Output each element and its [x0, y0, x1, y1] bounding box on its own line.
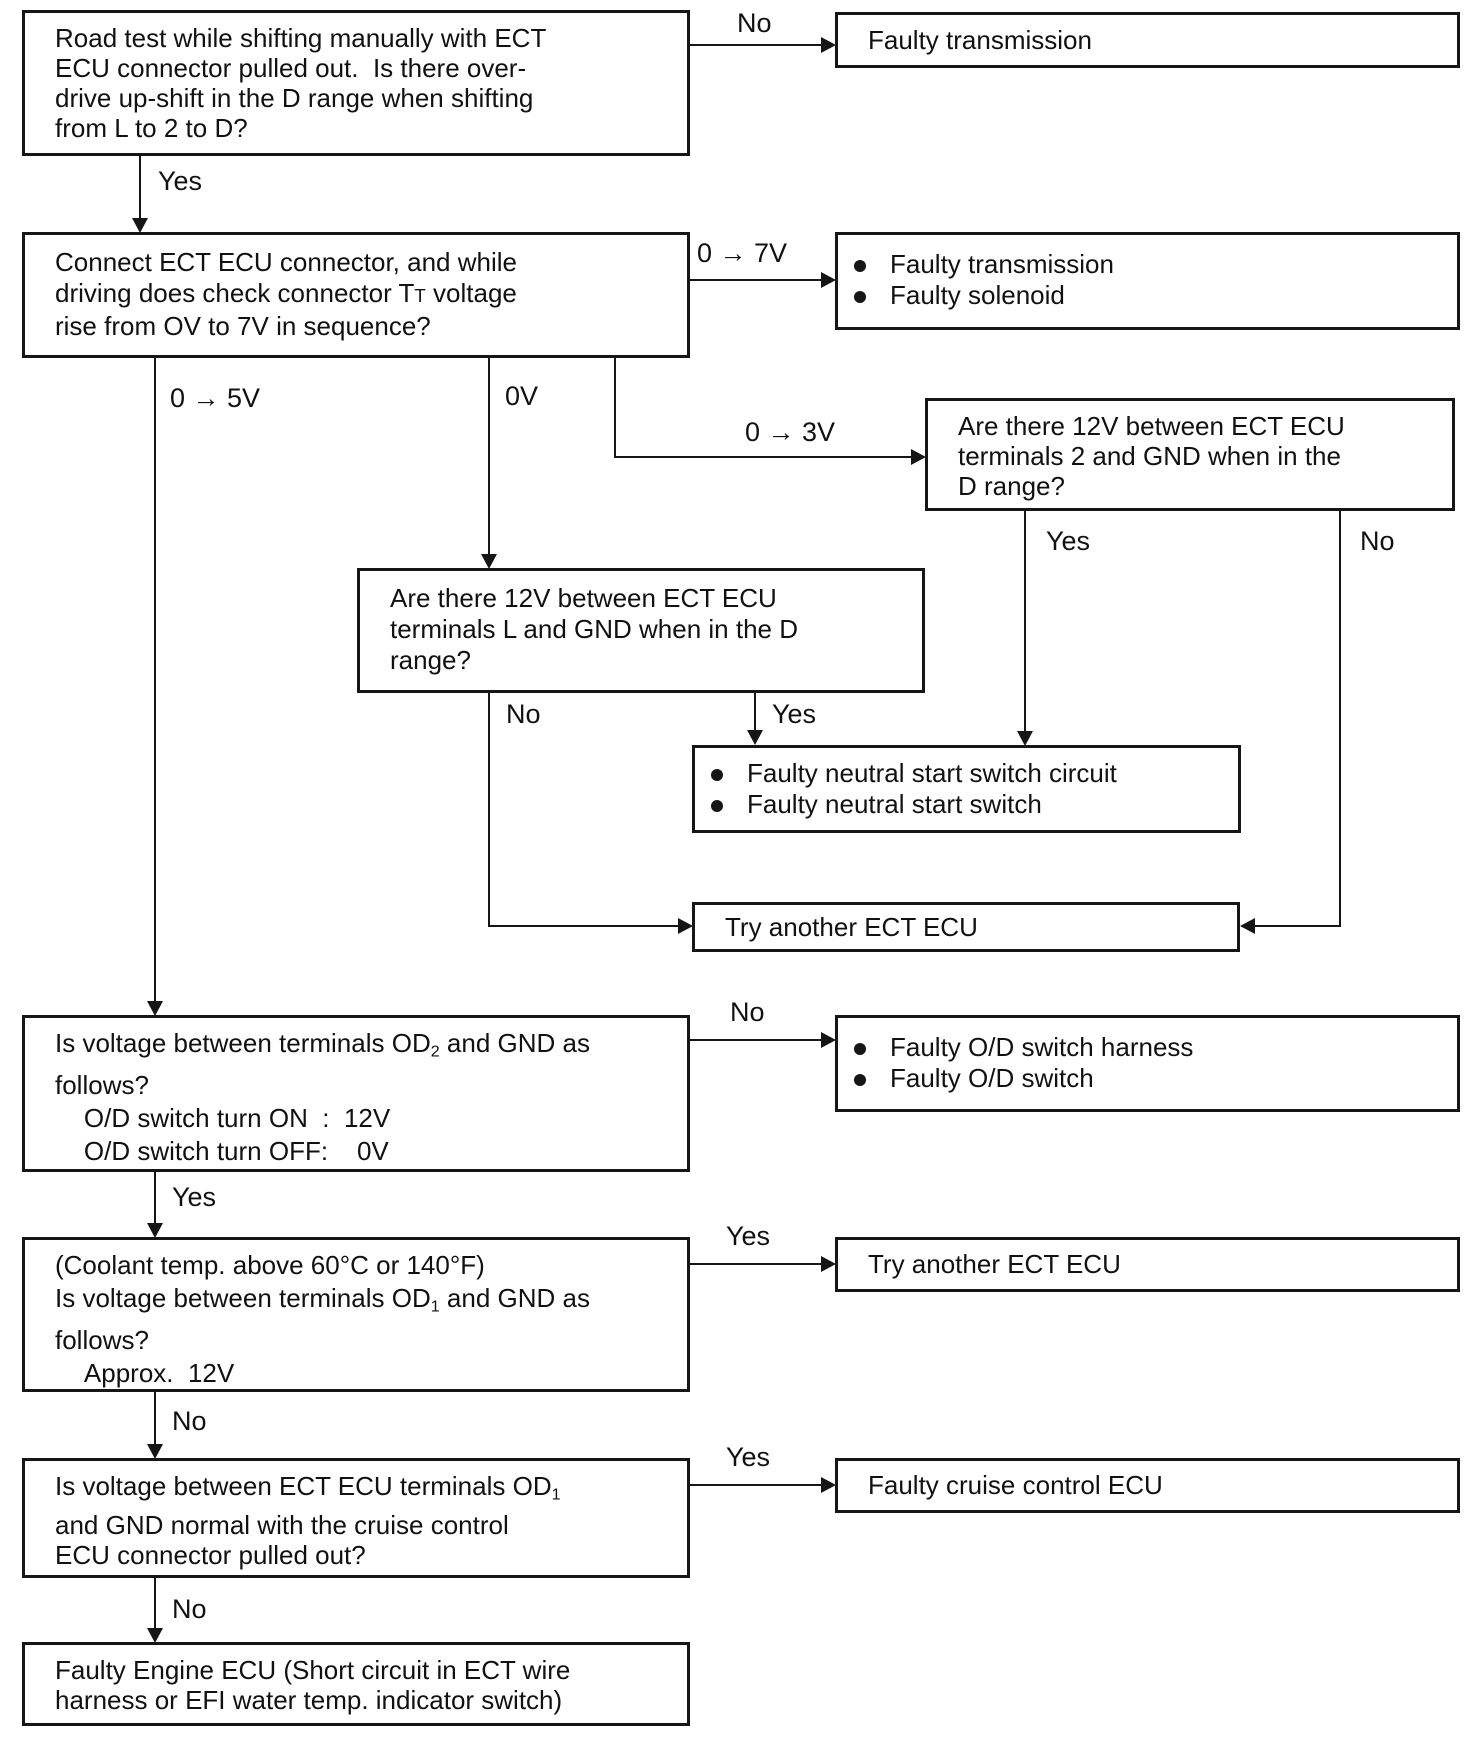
arrowhead-down-icon	[147, 1444, 163, 1459]
connector-od2-to-odswitch	[690, 1039, 821, 1041]
arrowhead-right-icon	[821, 272, 836, 288]
edge-label-0-3v: 0 → 3V	[745, 417, 836, 447]
box-coolant-od1-text: (Coolant temp. above 60°C or 140°F)Is vo…	[55, 1250, 590, 1388]
edge-label-0v: 0V	[505, 381, 539, 411]
box-cruise-od1-text: Is voltage between ECT ECU terminals OD1…	[55, 1471, 561, 1570]
connector-terminal2-yes	[1024, 511, 1026, 732]
edge-label-yes-coolant: Yes	[726, 1221, 771, 1251]
box-faulty-engine-ecu: Faulty Engine ECU (Short circuit in ECT …	[22, 1642, 690, 1726]
box-coolant-od1: (Coolant temp. above 60°C or 140°F)Is vo…	[22, 1237, 690, 1392]
edge-label-0-5v: 0 → 5V	[170, 383, 261, 413]
edge-label-no-od2: No	[730, 997, 765, 1027]
box-faulty-cruise-ecu-text: Faulty cruise control ECU	[868, 1470, 1163, 1500]
arrowhead-down-icon	[147, 1223, 163, 1238]
bullet-icon	[854, 259, 866, 272]
edge-label-no-terminall: No	[506, 699, 541, 729]
bullet-text: Faulty O/D switch harness	[890, 1032, 1194, 1062]
box-faulty-transmission: Faulty transmission	[835, 12, 1460, 68]
arrowhead-down-icon	[481, 554, 497, 569]
arrowhead-right-icon	[821, 1256, 836, 1272]
box-check-od2-text: Is voltage between terminals OD2 and GND…	[55, 1028, 590, 1166]
box-faulty-cruise-ecu: Faulty cruise control ECU	[835, 1458, 1460, 1513]
bullet-text: Faulty O/D switch	[890, 1063, 1094, 1093]
bullet-text: Faulty neutral start switch circuit	[747, 758, 1117, 788]
connector-terminall-no-h	[488, 925, 678, 927]
arrowhead-right-icon	[821, 1477, 836, 1493]
edge-label-no-coolant: No	[172, 1406, 207, 1436]
edge-label-no-cruise: No	[172, 1594, 207, 1624]
arrowhead-down-icon	[147, 1001, 163, 1016]
box-faulty-transmission-text: Faulty transmission	[868, 24, 1092, 55]
edge-label-yes-od2: Yes	[172, 1182, 217, 1212]
connector-cruise-to-faultyengine	[154, 1578, 156, 1631]
bullet-text: Faulty neutral start switch	[747, 789, 1042, 819]
edge-label-yes-terminall: Yes	[772, 699, 817, 729]
arrowhead-right-icon	[821, 1032, 836, 1048]
connector-od2-to-coolant	[154, 1172, 156, 1226]
box-road-test: Road test while shifting manually with E…	[22, 10, 690, 156]
connector-coolant-to-cruise	[154, 1392, 156, 1447]
connector-cruise-to-faultycruise	[690, 1484, 821, 1486]
bullet-icon	[711, 768, 723, 781]
edge-label-0-7v: 0 → 7V	[697, 238, 788, 268]
box-try-another-ect-ecu-1: Try another ECT ECU	[692, 902, 1240, 952]
connector-roadtest-to-faultytrans	[690, 44, 822, 46]
edge-label-yes-cruise: Yes	[726, 1442, 771, 1472]
connector-connectecu-to-terminal2-v	[614, 358, 616, 458]
box-cruise-od1: Is voltage between ECT ECU terminals OD1…	[22, 1458, 690, 1578]
bullet-icon	[854, 1073, 866, 1086]
arrowhead-right-icon	[821, 37, 836, 53]
connector-terminal2-no-h	[1254, 925, 1341, 927]
edge-label-yes-terminal2: Yes	[1046, 526, 1091, 556]
connector-roadtest-to-connectecu	[139, 156, 141, 219]
box-try-another-ect-ecu-1-text: Try another ECT ECU	[725, 911, 978, 942]
bullet-icon	[711, 799, 723, 812]
arrowhead-down-icon	[147, 1628, 163, 1643]
bullet-text: Faulty solenoid	[890, 280, 1065, 310]
arrowhead-down-icon	[1017, 731, 1033, 746]
bullet-text: Faulty transmission	[890, 249, 1114, 279]
arrowhead-down-icon	[132, 218, 148, 233]
edge-label-yes-roadtest: Yes	[158, 166, 203, 196]
box-try-another-ect-ecu-2-text: Try another ECT ECU	[868, 1249, 1121, 1279]
connector-connectecu-to-terminall	[488, 358, 490, 557]
connector-terminall-no-v	[488, 693, 490, 927]
connector-connectecu-to-terminal2-h	[614, 456, 911, 458]
arrowhead-right-icon	[678, 918, 693, 934]
arrowhead-right-icon	[911, 449, 926, 465]
connector-coolant-to-tryecu	[690, 1263, 821, 1265]
box-try-another-ect-ecu-2: Try another ECT ECU	[835, 1237, 1460, 1292]
bullet-icon	[854, 1042, 866, 1055]
connector-terminall-yes	[754, 693, 756, 732]
box-road-test-text: Road test while shifting manually with E…	[55, 23, 547, 143]
connector-connectecu-to-od2	[154, 358, 156, 1004]
box-check-od2: Is voltage between terminals OD2 and GND…	[22, 1015, 690, 1172]
connector-connectecu-to-solenoid	[690, 279, 821, 281]
arrowhead-left-icon	[1240, 918, 1255, 934]
edge-label-no-roadtest: No	[737, 8, 772, 38]
bullet-icon	[854, 290, 866, 303]
arrowhead-down-icon	[747, 730, 763, 745]
connector-terminal2-no-v	[1339, 511, 1341, 927]
box-faulty-engine-ecu-text: Faulty Engine ECU (Short circuit in ECT …	[55, 1655, 571, 1715]
edge-label-no-terminal2: No	[1360, 526, 1395, 556]
